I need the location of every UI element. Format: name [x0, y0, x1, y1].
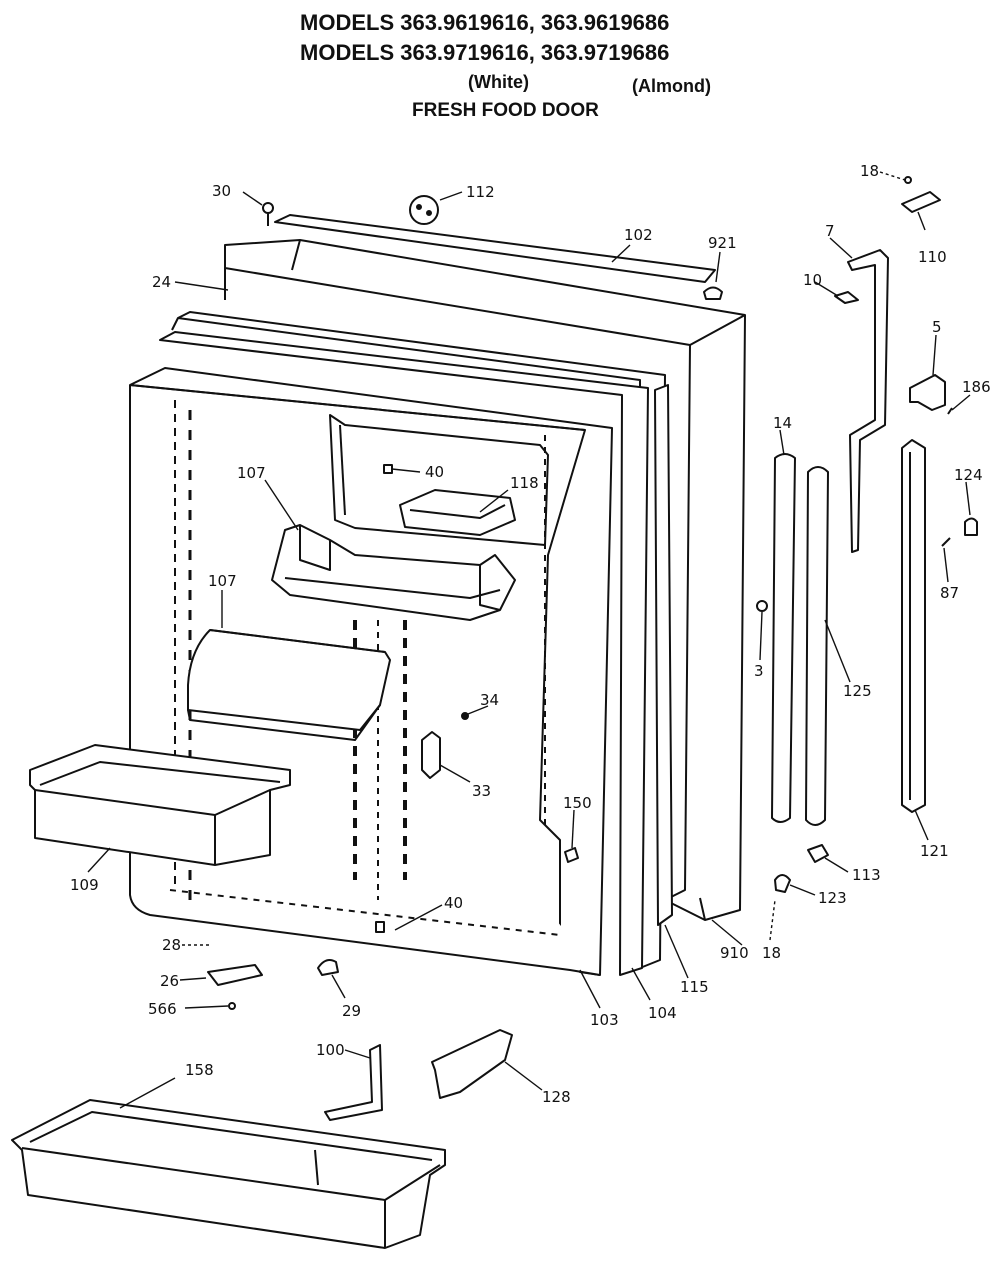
label-7: 7 [825, 222, 835, 240]
label-125: 125 [843, 682, 872, 700]
label-34: 34 [480, 691, 499, 709]
models-line-1: MODELS 363.9619616, 363.9619686 [300, 10, 670, 35]
label-33: 33 [472, 782, 491, 800]
part-7-hinge [847, 249, 889, 553]
label-28: 28 [162, 936, 181, 954]
part-113 [807, 844, 829, 863]
label-124: 124 [954, 466, 983, 484]
part-100-bracket [324, 1044, 383, 1121]
models-line-2: MODELS 363.9719616, 363.9719686 [300, 40, 670, 65]
label-110: 110 [918, 248, 947, 266]
part-124 [964, 517, 978, 536]
part-125-trim [805, 466, 829, 826]
label-921: 921 [708, 234, 737, 252]
part-40-lower [375, 921, 385, 933]
color-label-white: (White) [468, 72, 529, 92]
part-109-bin [29, 744, 291, 866]
part-33-clip [421, 731, 441, 779]
part-158-bin [11, 1099, 446, 1249]
part-186-screw [947, 407, 953, 415]
label-123: 123 [818, 889, 847, 907]
part-18-screw-top [904, 176, 912, 184]
part-30-screw [262, 202, 274, 226]
part-107-upper-shelf [271, 524, 516, 621]
part-107-lower-bin [187, 629, 391, 741]
label-5: 5 [932, 318, 942, 336]
part-118-bin [399, 489, 516, 536]
top-cap-strip [274, 214, 716, 283]
label-150: 150 [563, 794, 592, 812]
part-14-trim [771, 453, 796, 823]
label-103: 103 [590, 1011, 619, 1029]
door-breaker-strip [159, 331, 649, 976]
part-3 [756, 600, 768, 612]
part-29 [317, 959, 339, 976]
part-87-screw [941, 537, 951, 547]
label-3: 3 [754, 662, 764, 680]
part-5-bracket [909, 374, 946, 411]
label-24: 24 [152, 273, 171, 291]
label-26: 26 [160, 972, 179, 990]
diagram-header: MODELS 363.9619616, 363.9619686 MODELS 3… [0, 0, 1000, 130]
part-121-handle [901, 439, 926, 813]
leader-lines [87, 171, 971, 1109]
label-29: 29 [342, 1002, 361, 1020]
part-123 [774, 874, 791, 893]
part-34-screw [461, 712, 469, 720]
label-112: 112 [466, 183, 495, 201]
part-40-upper [383, 464, 393, 474]
label-102: 102 [624, 226, 653, 244]
label-113: 113 [852, 866, 881, 884]
label-40-upper: 40 [425, 463, 444, 481]
label-107-lower: 107 [208, 572, 237, 590]
label-18-top: 18 [860, 162, 879, 180]
label-18-bottom: 18 [762, 944, 781, 962]
label-87: 87 [940, 584, 959, 602]
label-100: 100 [316, 1041, 345, 1059]
label-158: 158 [185, 1061, 214, 1079]
outer-door-panel [224, 239, 746, 921]
label-10: 10 [803, 271, 822, 289]
part-26-bracket [207, 964, 263, 986]
part-128-bracket [431, 1029, 513, 1099]
color-label-almond: (Almond) [632, 76, 711, 96]
part-115-strip [654, 384, 673, 926]
label-14: 14 [773, 414, 792, 432]
label-40-lower: 40 [444, 894, 463, 912]
part-150 [564, 847, 579, 863]
section-title: FRESH FOOD DOOR [412, 100, 599, 121]
part-10-bushing [834, 291, 859, 304]
label-128: 128 [542, 1088, 571, 1106]
label-910: 910 [720, 944, 749, 962]
part-921-cap [703, 286, 723, 300]
part-112-plug [409, 195, 439, 225]
label-104: 104 [648, 1004, 677, 1022]
label-121: 121 [920, 842, 949, 860]
label-107-upper: 107 [237, 464, 266, 482]
callout-labels: 30 112 102 921 24 18 110 7 10 5 186 14 1… [70, 162, 991, 1106]
label-115: 115 [680, 978, 709, 996]
label-109: 109 [70, 876, 99, 894]
label-186: 186 [962, 378, 991, 396]
part-566 [228, 1002, 236, 1010]
label-566: 566 [148, 1000, 177, 1018]
part-110-hinge-cover [901, 191, 941, 213]
door-gasket [171, 311, 666, 969]
label-30: 30 [212, 182, 231, 200]
label-118: 118 [510, 474, 539, 492]
